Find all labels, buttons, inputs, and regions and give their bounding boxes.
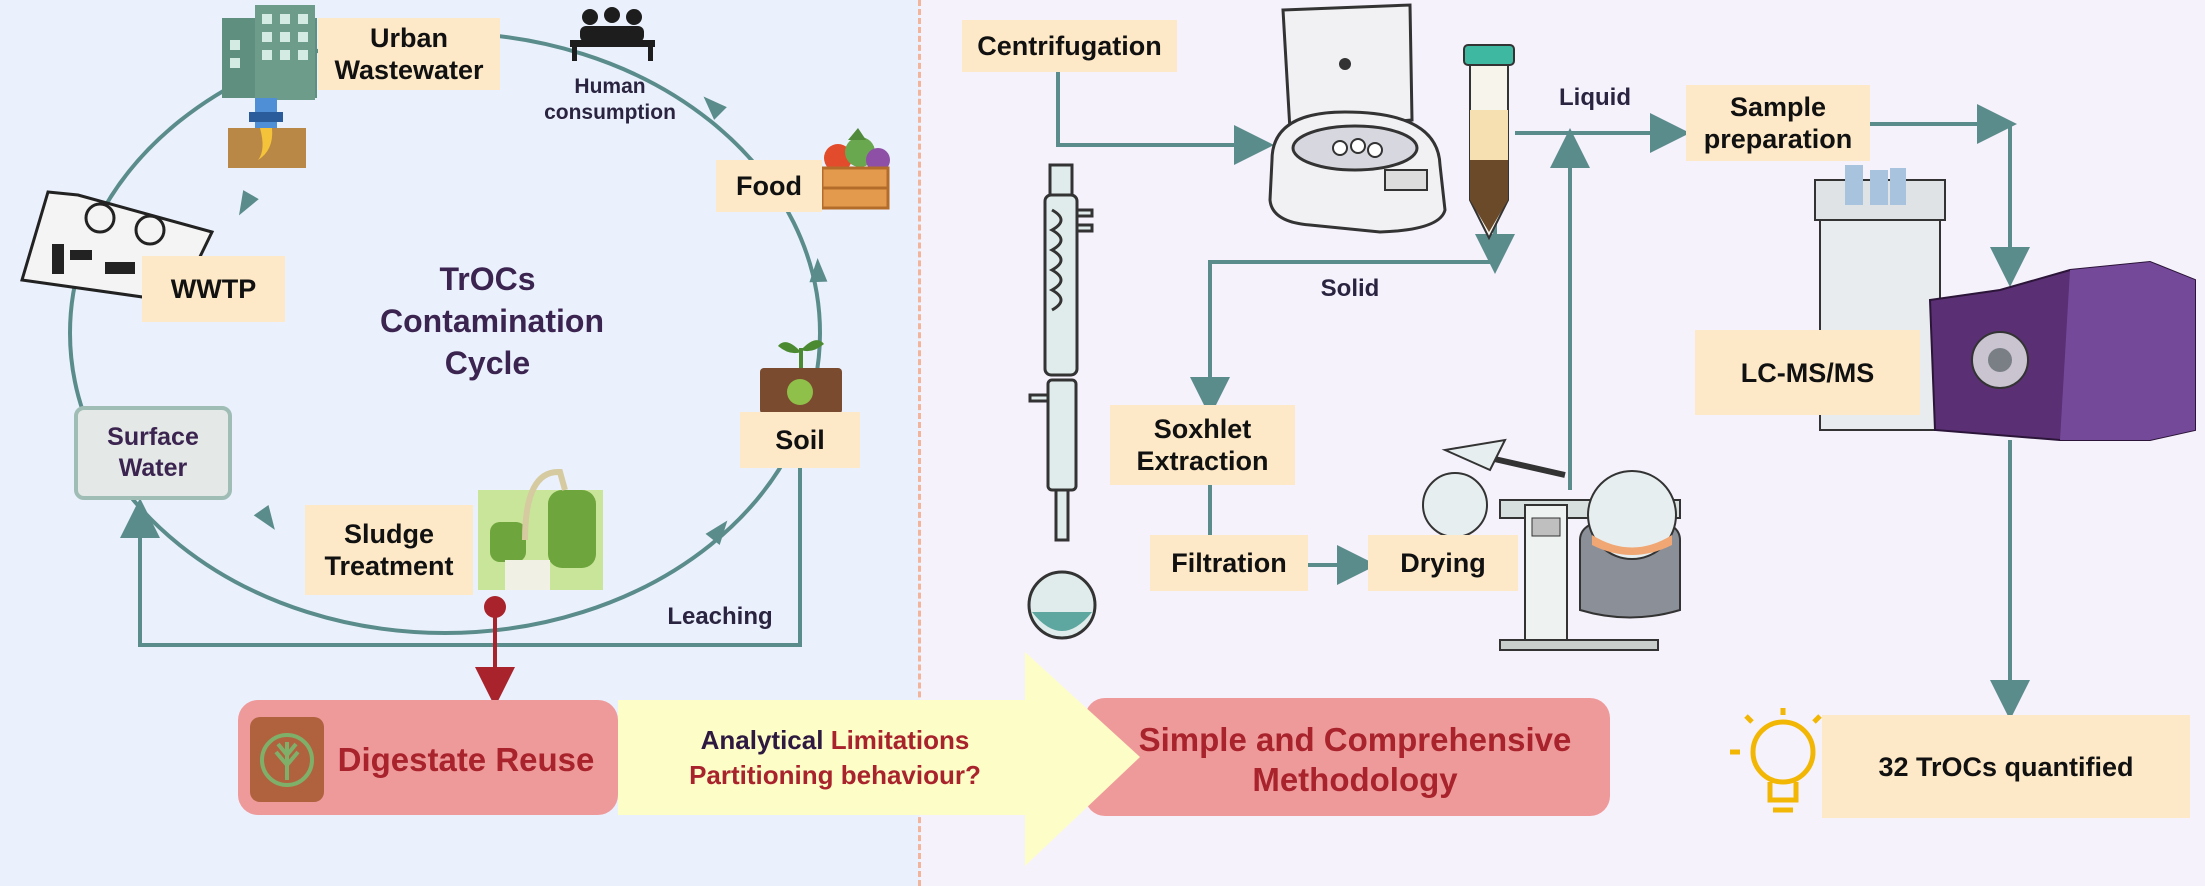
- biogas-plant-icon: [478, 468, 603, 590]
- cycle-title: TrOCs Contamination Cycle: [380, 261, 604, 381]
- filtration-label: Filtration: [1150, 535, 1308, 591]
- banner-left: [238, 700, 618, 815]
- centrifuge-icon: [1268, 3, 1447, 234]
- building-icon: [222, 5, 317, 100]
- sludge-treatment-label: Sludge Treatment: [305, 505, 473, 595]
- wwtp-label: WWTP: [142, 256, 285, 322]
- digestate-bag-icon: [250, 717, 324, 802]
- leaching-arrow: [120, 465, 802, 647]
- solid-label: Solid: [1320, 275, 1380, 302]
- partitioning-question: Partitioning behaviour?: [689, 760, 981, 790]
- methodology-label: Simple and Comprehensive Methodology: [1138, 721, 1572, 798]
- food-crate-icon: [820, 128, 890, 210]
- banner-right: [1085, 698, 1610, 816]
- banner-arrow: [618, 652, 1140, 866]
- sample-preparation-label: Sample preparation: [1686, 85, 1870, 161]
- limitations-word: Limitations: [830, 725, 970, 755]
- rotary-evaporator-icon: [1422, 438, 1681, 651]
- result-label: 32 TrOCs quantified: [1822, 715, 2190, 818]
- tube-icon: [1463, 44, 1515, 241]
- tap-icon: [228, 98, 306, 168]
- panel-divider: [918, 0, 921, 886]
- analytical-limitations-text: Analytical Limitations Partitioning beha…: [640, 723, 1030, 793]
- people-icon: [570, 7, 655, 61]
- human-consumption-label: Human consumption: [544, 75, 676, 124]
- soil-label: Soil: [740, 412, 860, 468]
- food-label: Food: [716, 160, 822, 212]
- lcmsms-label: LC-MS/MS: [1695, 330, 1920, 415]
- urban-wastewater-label: Urban Wastewater: [318, 18, 500, 90]
- workflow-arrows: [1056, 65, 2030, 720]
- analytical-word: Analytical: [700, 725, 824, 755]
- soxhlet-extraction-label: Soxhlet Extraction: [1110, 405, 1295, 485]
- cycle-arrowheads: [239, 96, 828, 545]
- digestate-node: [484, 596, 506, 618]
- soxhlet-icon: [1027, 163, 1097, 640]
- liquid-label: Liquid: [1559, 84, 1631, 111]
- leaching-label: Leaching: [667, 603, 773, 630]
- lightbulb-icon: [1730, 708, 1836, 813]
- surface-water-box: Surface Water: [74, 406, 232, 500]
- digestate-reuse-label: Digestate Reuse: [337, 741, 595, 778]
- drying-label: Drying: [1368, 535, 1518, 591]
- centrifugation-label: Centrifugation: [962, 20, 1177, 72]
- plant-soil-icon: [760, 340, 842, 414]
